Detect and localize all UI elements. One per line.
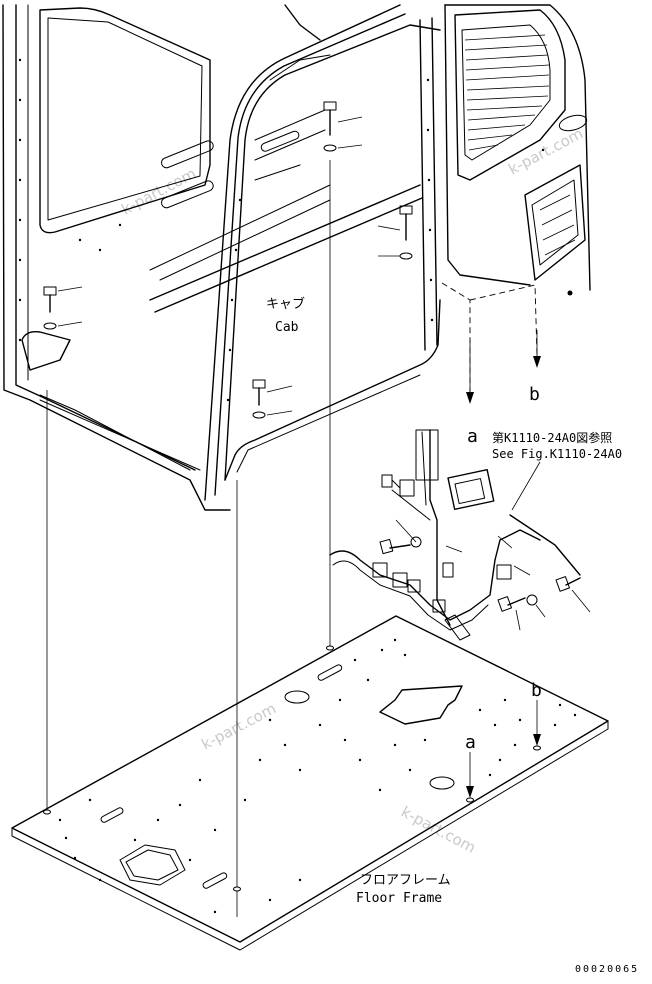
callout-b-top: b	[529, 384, 540, 405]
callout-a-bottom: a	[465, 732, 476, 753]
bolt-icon-harness-3	[555, 576, 581, 592]
bolt-icon-harness-2	[497, 596, 526, 612]
floor-frame-drawing	[11, 615, 609, 951]
alignment-lines	[46, 160, 541, 917]
watermarks: k-part.com k-part.com k-part.com k-part.…	[118, 124, 586, 857]
bolt-icon-cab-3	[377, 205, 413, 260]
cab-label-jp: キャブ	[266, 296, 305, 312]
watermark-text-1: k-part.com	[118, 164, 199, 218]
bolt-icon-harness-1	[379, 538, 411, 555]
callout-a-top: a	[467, 426, 478, 447]
wiring-harness	[329, 429, 591, 641]
figure-number: 00020065	[575, 964, 639, 975]
watermark-text-3: k-part.com	[198, 699, 279, 753]
cab-drawing	[2, 4, 591, 511]
bolt-icon-cab-4	[252, 379, 293, 419]
watermark-text-4: k-part.com	[398, 803, 479, 857]
bolt-icon-cab-2	[323, 101, 363, 152]
floor-frame-label-jp: フロアフレーム	[360, 873, 451, 888]
callout-b-bottom: b	[531, 680, 542, 701]
floor-frame-label-en: Floor Frame	[356, 891, 442, 906]
bolt-icon-cab-1	[43, 286, 83, 330]
reference-label-jp: 第K1110-24A0図参照	[492, 430, 612, 445]
reference-label-en: See Fig.K1110-24A0	[492, 447, 622, 461]
cab-label-en: Cab	[275, 320, 299, 335]
reference-leader	[511, 461, 541, 511]
